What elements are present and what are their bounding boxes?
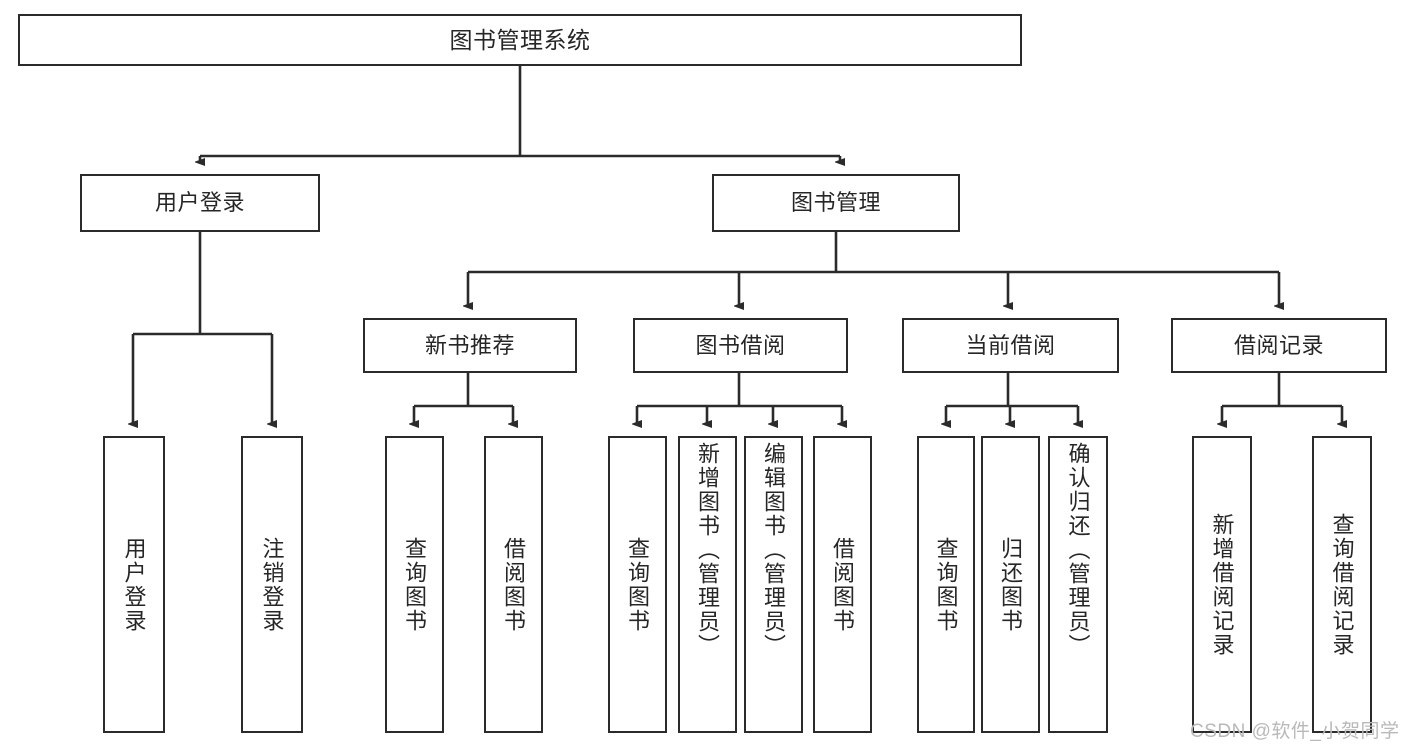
connector-lines [133,66,1342,424]
node-root[interactable]: 图书管理系统 [18,14,1022,66]
leaf-return-book-inner: 归还图书 [983,438,1038,731]
leaf-logout[interactable]: 注销登录 [241,436,303,733]
node-user-login-label: 用户登录 [154,190,245,216]
leaf-confirm-return-admin-inner: 确认归还（管理员） [1050,438,1106,731]
leaf-query-book-borrow[interactable]: 查询图书 [608,436,667,733]
leaf-user-login-inner: 用户登录 [105,438,163,731]
leaf-borrow-book-newbook-inner: 借阅图书 [486,438,541,731]
leaf-add-book-admin[interactable]: 新增图书（管理员） [678,436,737,733]
leaf-borrow-book-label: 借阅图书 [830,536,856,633]
leaf-borrow-book-newbook[interactable]: 借阅图书 [484,436,543,733]
leaf-query-book-newbook-label: 查询图书 [402,536,428,633]
node-current-borrow-label: 当前借阅 [965,332,1056,358]
node-book-management[interactable]: 图书管理 [712,174,960,232]
leaf-edit-book-admin-inner: 编辑图书（管理员） [746,438,801,731]
leaf-user-login[interactable]: 用户登录 [103,436,165,733]
leaf-query-book-newbook-inner: 查询图书 [387,438,442,731]
leaf-add-borrow-record-inner: 新增借阅记录 [1194,438,1250,731]
leaf-borrow-book-newbook-label: 借阅图书 [501,536,527,633]
leaf-add-book-admin-inner: 新增图书（管理员） [680,438,735,731]
leaf-return-book-label: 归还图书 [998,536,1024,633]
leaf-query-borrow-record[interactable]: 查询借阅记录 [1312,436,1372,733]
leaf-query-book-current-label: 查询图书 [933,536,959,633]
leaf-logout-label: 注销登录 [259,536,285,633]
node-new-book-recommend-label: 新书推荐 [424,332,515,358]
leaf-borrow-book-inner: 借阅图书 [815,438,870,731]
leaf-query-book-borrow-label: 查询图书 [625,536,651,633]
leaf-logout-inner: 注销登录 [243,438,301,731]
leaf-add-book-admin-label: 新增图书（管理员） [695,442,721,658]
leaf-confirm-return-admin-label: 确认归还（管理员） [1065,442,1091,658]
node-book-borrow-label: 图书借阅 [695,332,786,358]
leaf-query-book-current-inner: 查询图书 [919,438,973,731]
leaf-query-book-borrow-inner: 查询图书 [610,438,665,731]
node-new-book-recommend[interactable]: 新书推荐 [363,318,577,373]
node-book-management-label: 图书管理 [790,190,881,216]
leaf-return-book[interactable]: 归还图书 [981,436,1040,733]
node-current-borrow[interactable]: 当前借阅 [902,318,1119,373]
leaf-add-borrow-record[interactable]: 新增借阅记录 [1192,436,1252,733]
node-borrow-records-label: 借阅记录 [1233,332,1324,358]
leaf-edit-book-admin-label: 编辑图书（管理员） [761,442,787,658]
leaf-add-borrow-record-label: 新增借阅记录 [1209,512,1235,657]
leaf-user-login-label: 用户登录 [121,536,147,633]
leaf-query-borrow-record-label: 查询借阅记录 [1329,512,1355,657]
leaf-query-book-newbook[interactable]: 查询图书 [385,436,444,733]
node-book-borrow[interactable]: 图书借阅 [633,318,848,373]
leaf-confirm-return-admin[interactable]: 确认归还（管理员） [1048,436,1108,733]
csdn-watermark: CSDN @软件_小贺同学 [1190,721,1400,742]
node-root-label: 图书管理系统 [449,26,591,53]
node-user-login[interactable]: 用户登录 [80,174,320,232]
node-borrow-records[interactable]: 借阅记录 [1171,318,1387,373]
leaf-query-borrow-record-inner: 查询借阅记录 [1314,438,1370,731]
leaf-query-book-current[interactable]: 查询图书 [917,436,975,733]
leaf-edit-book-admin[interactable]: 编辑图书（管理员） [744,436,803,733]
leaf-borrow-book[interactable]: 借阅图书 [813,436,872,733]
